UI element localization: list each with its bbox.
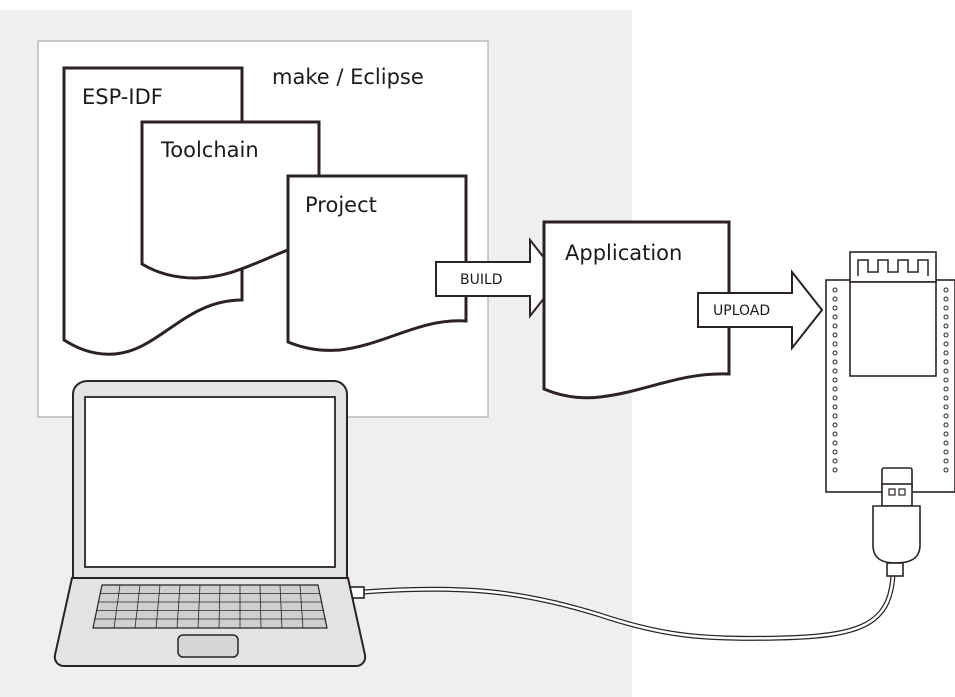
board-pins-right (943, 287, 949, 473)
project-label: Project (305, 193, 377, 217)
laptop-screen (84, 396, 336, 568)
upload-arrow: UPLOAD (697, 269, 824, 351)
board-pins-left (832, 287, 838, 473)
keyboard-keys (95, 584, 326, 629)
application-label: Application (565, 241, 682, 265)
application-document: Application (542, 220, 731, 400)
toolchain-label: Toolchain (160, 138, 259, 162)
laptop-trackpad (177, 634, 239, 658)
usb-connector-icon (872, 483, 921, 577)
laptop-icon (53, 380, 367, 667)
project-document: Project (286, 174, 468, 352)
antenna-trace-icon (857, 259, 929, 276)
esp32-board-icon (825, 251, 955, 493)
make-eclipse-label: make / Eclipse (272, 65, 424, 89)
esp-idf-label: ESP-IDF (82, 85, 163, 109)
toolchain-document: Toolchain (140, 120, 321, 280)
upload-arrow-label: UPLOAD (713, 303, 770, 319)
laptop-keyboard (92, 584, 328, 629)
build-arrow-label: BUILD (460, 272, 503, 288)
